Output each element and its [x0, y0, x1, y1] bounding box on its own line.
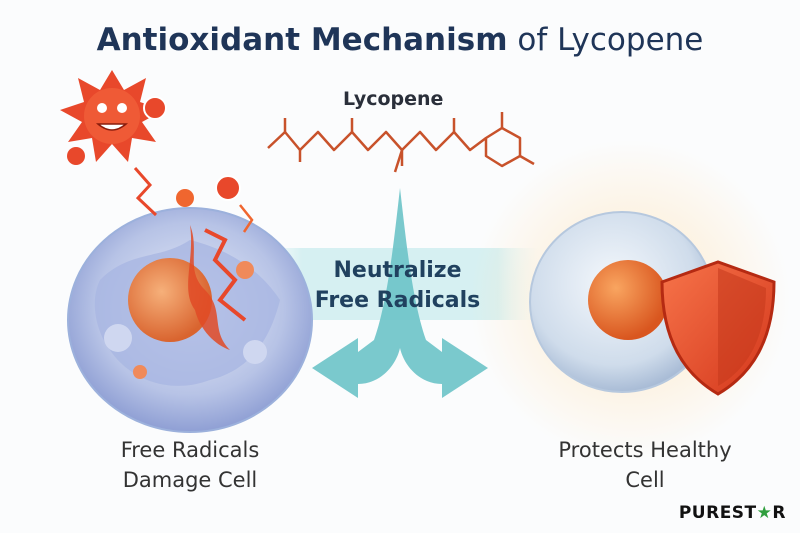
center-label: Neutralize Free Radicals [300, 256, 495, 316]
center-label-line1: Neutralize [333, 258, 462, 283]
left-caption-line2: Damage Cell [122, 468, 258, 492]
brand-prefix: PUREST [678, 503, 757, 523]
title-light: of Lycopene [517, 22, 704, 58]
lycopene-molecule-icon [267, 112, 535, 173]
brand-suffix: R [772, 503, 786, 523]
left-caption: Free Radicals Damage Cell [60, 435, 320, 495]
title-bold: Antioxidant Mechanism [96, 22, 508, 58]
molecule-label: Lycopene [343, 88, 444, 110]
center-label-line2: Free Radicals [314, 288, 481, 313]
star-icon: ★ [756, 503, 773, 523]
brand-logo: PUREST★R [679, 503, 786, 523]
shield-icon [660, 260, 776, 396]
right-caption-line1: Protects Healthy [558, 438, 732, 462]
left-caption-line1: Free Radicals [120, 438, 260, 462]
free-radical-icon [60, 70, 254, 233]
damaged-cell-icon [67, 207, 313, 433]
page-title: Antioxidant Mechanism of Lycopene [0, 22, 800, 58]
split-arrow-icon [312, 188, 488, 398]
right-caption-line2: Cell [625, 468, 665, 492]
right-caption: Protects Healthy Cell [515, 435, 775, 495]
